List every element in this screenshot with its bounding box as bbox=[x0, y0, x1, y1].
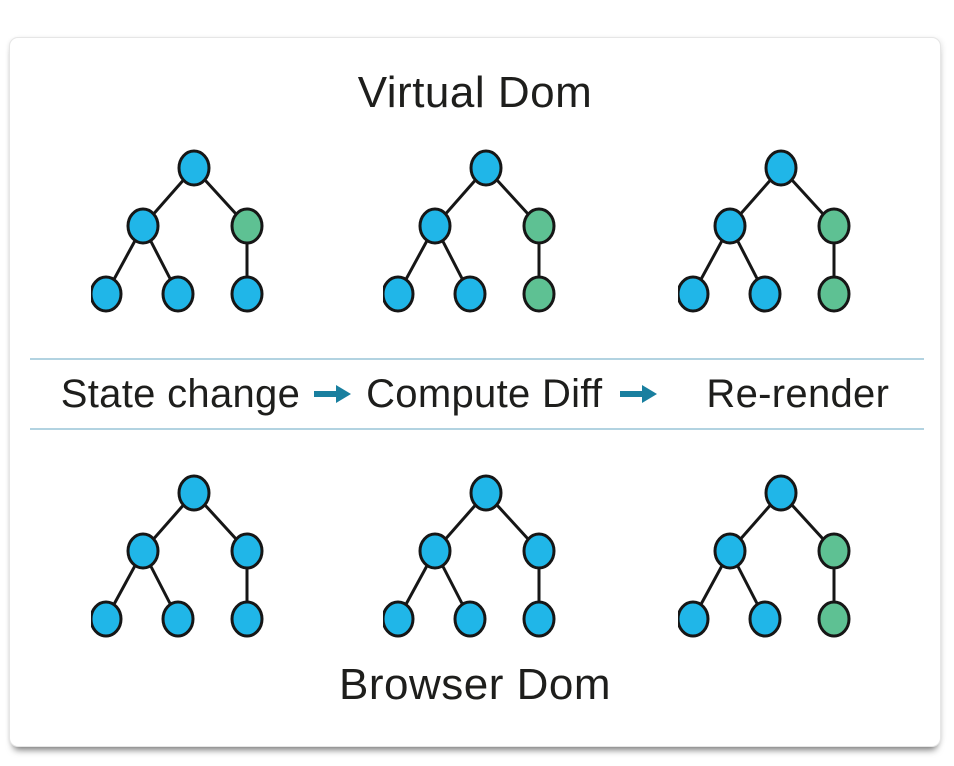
node-left-child bbox=[126, 207, 160, 245]
pipeline-step-compute-diff: Compute Diff bbox=[366, 371, 603, 416]
node-leaf-3 bbox=[522, 600, 556, 638]
node-leaf-1 bbox=[678, 275, 710, 313]
node-leaf-2 bbox=[161, 600, 195, 638]
arrow-right-icon bbox=[620, 385, 658, 403]
virtual-dom-title: Virtual Dom bbox=[357, 68, 593, 117]
node-leaf-2 bbox=[453, 275, 487, 313]
node-leaf-1 bbox=[91, 600, 123, 638]
node-root bbox=[764, 474, 798, 512]
node-root bbox=[469, 149, 503, 187]
browser-dom-tree-1 bbox=[91, 474, 264, 638]
node-right-child bbox=[230, 207, 264, 245]
node-leaf-3 bbox=[230, 275, 264, 313]
node-leaf-3 bbox=[817, 275, 851, 313]
node-right-child bbox=[230, 532, 264, 570]
node-root bbox=[177, 474, 211, 512]
node-leaf-2 bbox=[453, 600, 487, 638]
node-leaf-1 bbox=[383, 600, 415, 638]
virtual-dom-tree-3 bbox=[678, 149, 851, 313]
virtual-dom-tree-1 bbox=[91, 149, 264, 313]
node-leaf-3 bbox=[522, 275, 556, 313]
node-leaf-3 bbox=[817, 600, 851, 638]
node-left-child bbox=[713, 207, 747, 245]
node-right-child bbox=[522, 532, 556, 570]
virtual-dom-tree-2 bbox=[383, 149, 556, 313]
node-leaf-2 bbox=[748, 275, 782, 313]
node-left-child bbox=[126, 532, 160, 570]
node-root bbox=[177, 149, 211, 187]
node-leaf-2 bbox=[748, 600, 782, 638]
node-left-child bbox=[713, 532, 747, 570]
node-leaf-1 bbox=[383, 275, 415, 313]
browser-dom-title: Browser Dom bbox=[339, 660, 611, 709]
pipeline-row: State change Compute Diff Re-render bbox=[10, 360, 940, 428]
node-right-child bbox=[817, 207, 851, 245]
node-left-child bbox=[418, 207, 452, 245]
node-right-child bbox=[817, 532, 851, 570]
node-leaf-1 bbox=[91, 275, 123, 313]
pipeline-step-state-change: State change bbox=[60, 371, 301, 416]
node-root bbox=[469, 474, 503, 512]
node-leaf-1 bbox=[678, 600, 710, 638]
node-left-child bbox=[418, 532, 452, 570]
node-leaf-2 bbox=[161, 275, 195, 313]
arrow-right-icon bbox=[314, 385, 352, 403]
browser-dom-tree-3 bbox=[678, 474, 851, 638]
node-leaf-3 bbox=[230, 600, 264, 638]
node-root bbox=[764, 149, 798, 187]
separator-line-top bbox=[30, 358, 924, 360]
node-right-child bbox=[522, 207, 556, 245]
pipeline-step-re-render: Re-render bbox=[706, 371, 890, 416]
browser-dom-tree-2 bbox=[383, 474, 556, 638]
separator-line-bottom bbox=[30, 428, 924, 430]
diagram-card: Virtual Dom bbox=[9, 37, 941, 747]
